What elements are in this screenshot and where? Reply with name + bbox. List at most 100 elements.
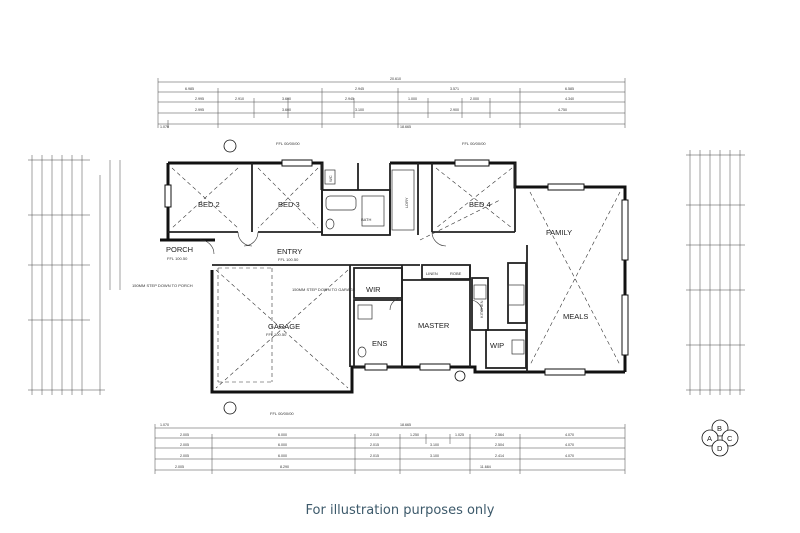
bath-tub bbox=[325, 195, 357, 211]
dim-top-total: 20.610 bbox=[390, 77, 401, 81]
dim-top-r4-5: 4.750 bbox=[558, 108, 567, 112]
dim-bot-r2-2: 6.000 bbox=[278, 433, 287, 437]
dim-top-r3-5: 1.000 bbox=[408, 97, 417, 101]
dim-bot-r4-6: 4.070 bbox=[565, 454, 574, 458]
toilet bbox=[325, 218, 335, 230]
right-dimensions bbox=[686, 150, 745, 395]
dim-top-r4-3: 3.100 bbox=[355, 108, 364, 112]
ens-shower bbox=[357, 304, 373, 320]
interior-walls bbox=[168, 163, 528, 372]
bottom-dimension-text: 1.070 18.665 2.005 6.000 2.015 1.250 1.0… bbox=[160, 423, 574, 469]
dim-bot-r4-2: 6.000 bbox=[278, 454, 287, 458]
note-ffl-bottom: FFL 00/00/00 bbox=[270, 411, 294, 416]
section-markers bbox=[223, 139, 466, 415]
illustration-caption: For illustration purposes only bbox=[305, 503, 495, 518]
room-wir: WIR bbox=[366, 285, 381, 294]
room-wc: WC bbox=[328, 175, 333, 182]
compass-d: D bbox=[717, 444, 723, 453]
top-dimension-text: 20.610 6.985 2.945 3.571 6.585 2.995 2.9… bbox=[160, 77, 574, 129]
compass-c: C bbox=[727, 434, 733, 443]
dim-bot-r3-1: 2.005 bbox=[180, 443, 189, 447]
bottom-dimensions bbox=[154, 424, 626, 474]
fixtures bbox=[324, 169, 525, 358]
dim-top-r5-2: 18.665 bbox=[400, 125, 411, 129]
dim-bot-r4-5: 2.414 bbox=[495, 454, 504, 458]
dim-top-r4-1: 2.995 bbox=[195, 108, 204, 112]
compass: B A C D bbox=[701, 419, 739, 457]
dim-bot-r2-1: 2.005 bbox=[180, 433, 189, 437]
dim-bot-r2-7: 4.070 bbox=[565, 433, 574, 437]
room-garage: GARAGE bbox=[268, 322, 300, 331]
room-porch: PORCH bbox=[166, 245, 193, 254]
note-step-garage: 150MM STEP DOWN TO GARAGE bbox=[292, 287, 356, 292]
dim-bot-r1-1: 1.070 bbox=[160, 423, 169, 427]
wc-cubicle bbox=[324, 169, 336, 185]
room-master: MASTER bbox=[418, 321, 450, 330]
note-ffl-top-left: FFL 00/00/00 bbox=[276, 141, 300, 146]
dim-bot-r4-3: 2.015 bbox=[370, 454, 379, 458]
dim-bot-r3-2: 6.000 bbox=[278, 443, 287, 447]
dim-bot-r2-3: 2.015 bbox=[370, 433, 379, 437]
room-bed3: BED 3 bbox=[278, 200, 300, 209]
dim-top-r2-2: 2.945 bbox=[355, 87, 364, 91]
dim-top-r3-1: 2.995 bbox=[195, 97, 204, 101]
room-entry: ENTRY bbox=[277, 247, 302, 256]
room-bed2: BED 2 bbox=[198, 200, 220, 209]
left-dimensions bbox=[28, 155, 121, 395]
note-garage-ffl: FFL 100.50 bbox=[266, 332, 287, 337]
dim-top-r4-2: 3.600 bbox=[282, 108, 291, 112]
sink bbox=[473, 284, 487, 300]
dim-bot-r5-1: 2.005 bbox=[175, 465, 184, 469]
room-labels: BED 2 BED 3 BED 4 BATH PORCH ENTRY FAMIL… bbox=[166, 175, 588, 350]
dashed-diagonals bbox=[171, 167, 621, 389]
room-bath: BATH bbox=[361, 217, 371, 222]
dim-bot-r1-2: 18.665 bbox=[400, 423, 411, 427]
fridge bbox=[511, 339, 525, 355]
room-robe: ROBE bbox=[450, 271, 462, 276]
dim-top-r3-3: 3.600 bbox=[282, 97, 291, 101]
exterior-walls bbox=[160, 161, 627, 394]
note-ffl-top-right: FFL 00/00/00 bbox=[462, 141, 486, 146]
dim-top-r5-1: 1.070 bbox=[160, 125, 169, 129]
dim-top-r4-4: 2.900 bbox=[450, 108, 459, 112]
dim-top-r2-1: 6.985 bbox=[185, 87, 194, 91]
dim-bot-r4-4: 3.100 bbox=[430, 454, 439, 458]
dim-top-r2-4: 6.585 bbox=[565, 87, 574, 91]
dim-top-r3-4: 2.945 bbox=[345, 97, 354, 101]
dim-top-r2-3: 3.571 bbox=[450, 87, 459, 91]
laundry-bench bbox=[391, 169, 415, 231]
ens-toilet bbox=[357, 346, 367, 358]
dim-bot-r5-3: 11.684 bbox=[480, 465, 491, 469]
door-swings bbox=[199, 231, 483, 313]
plan-notes: FFL 00/00/00 FFL 00/00/00 FFL 00/00/00 F… bbox=[132, 141, 486, 416]
dim-bot-r3-4: 3.100 bbox=[430, 443, 439, 447]
compass-a: A bbox=[707, 434, 712, 443]
room-meals: MEALS bbox=[563, 312, 588, 321]
room-kitchen: KITCHEN bbox=[479, 300, 484, 318]
dim-top-r3-7: 4.340 bbox=[565, 97, 574, 101]
section-marker-master bbox=[454, 370, 466, 382]
dim-bot-r3-3: 2.015 bbox=[370, 443, 379, 447]
room-linen: LINEN bbox=[426, 271, 438, 276]
note-entry-ffl: FFL 100.50 bbox=[278, 257, 299, 262]
note-step-porch: 150MM STEP DOWN TO PORCH bbox=[132, 283, 193, 288]
windows bbox=[164, 159, 629, 376]
room-ldry: LDRY bbox=[404, 197, 409, 208]
room-wip: WIP bbox=[490, 341, 504, 350]
dim-top-r3-2: 2.910 bbox=[235, 97, 244, 101]
dim-bot-r2-5: 1.025 bbox=[455, 433, 464, 437]
note-porch-ffl: FFL 100.50 bbox=[167, 256, 188, 261]
dim-bot-r3-5: 2.504 bbox=[495, 443, 504, 447]
top-dimensions bbox=[157, 78, 626, 128]
room-bed4: BED 4 bbox=[469, 200, 491, 209]
dim-bot-r2-4: 1.250 bbox=[410, 433, 419, 437]
dim-top-r3-6: 2.000 bbox=[470, 97, 479, 101]
cooktop bbox=[507, 284, 525, 306]
shower bbox=[361, 195, 385, 227]
dim-bot-r5-2: 8.290 bbox=[280, 465, 289, 469]
dim-bot-r4-1: 2.005 bbox=[180, 454, 189, 458]
section-marker-top bbox=[223, 139, 237, 153]
section-marker-bottom bbox=[223, 401, 237, 415]
room-ens: ENS bbox=[372, 339, 387, 348]
